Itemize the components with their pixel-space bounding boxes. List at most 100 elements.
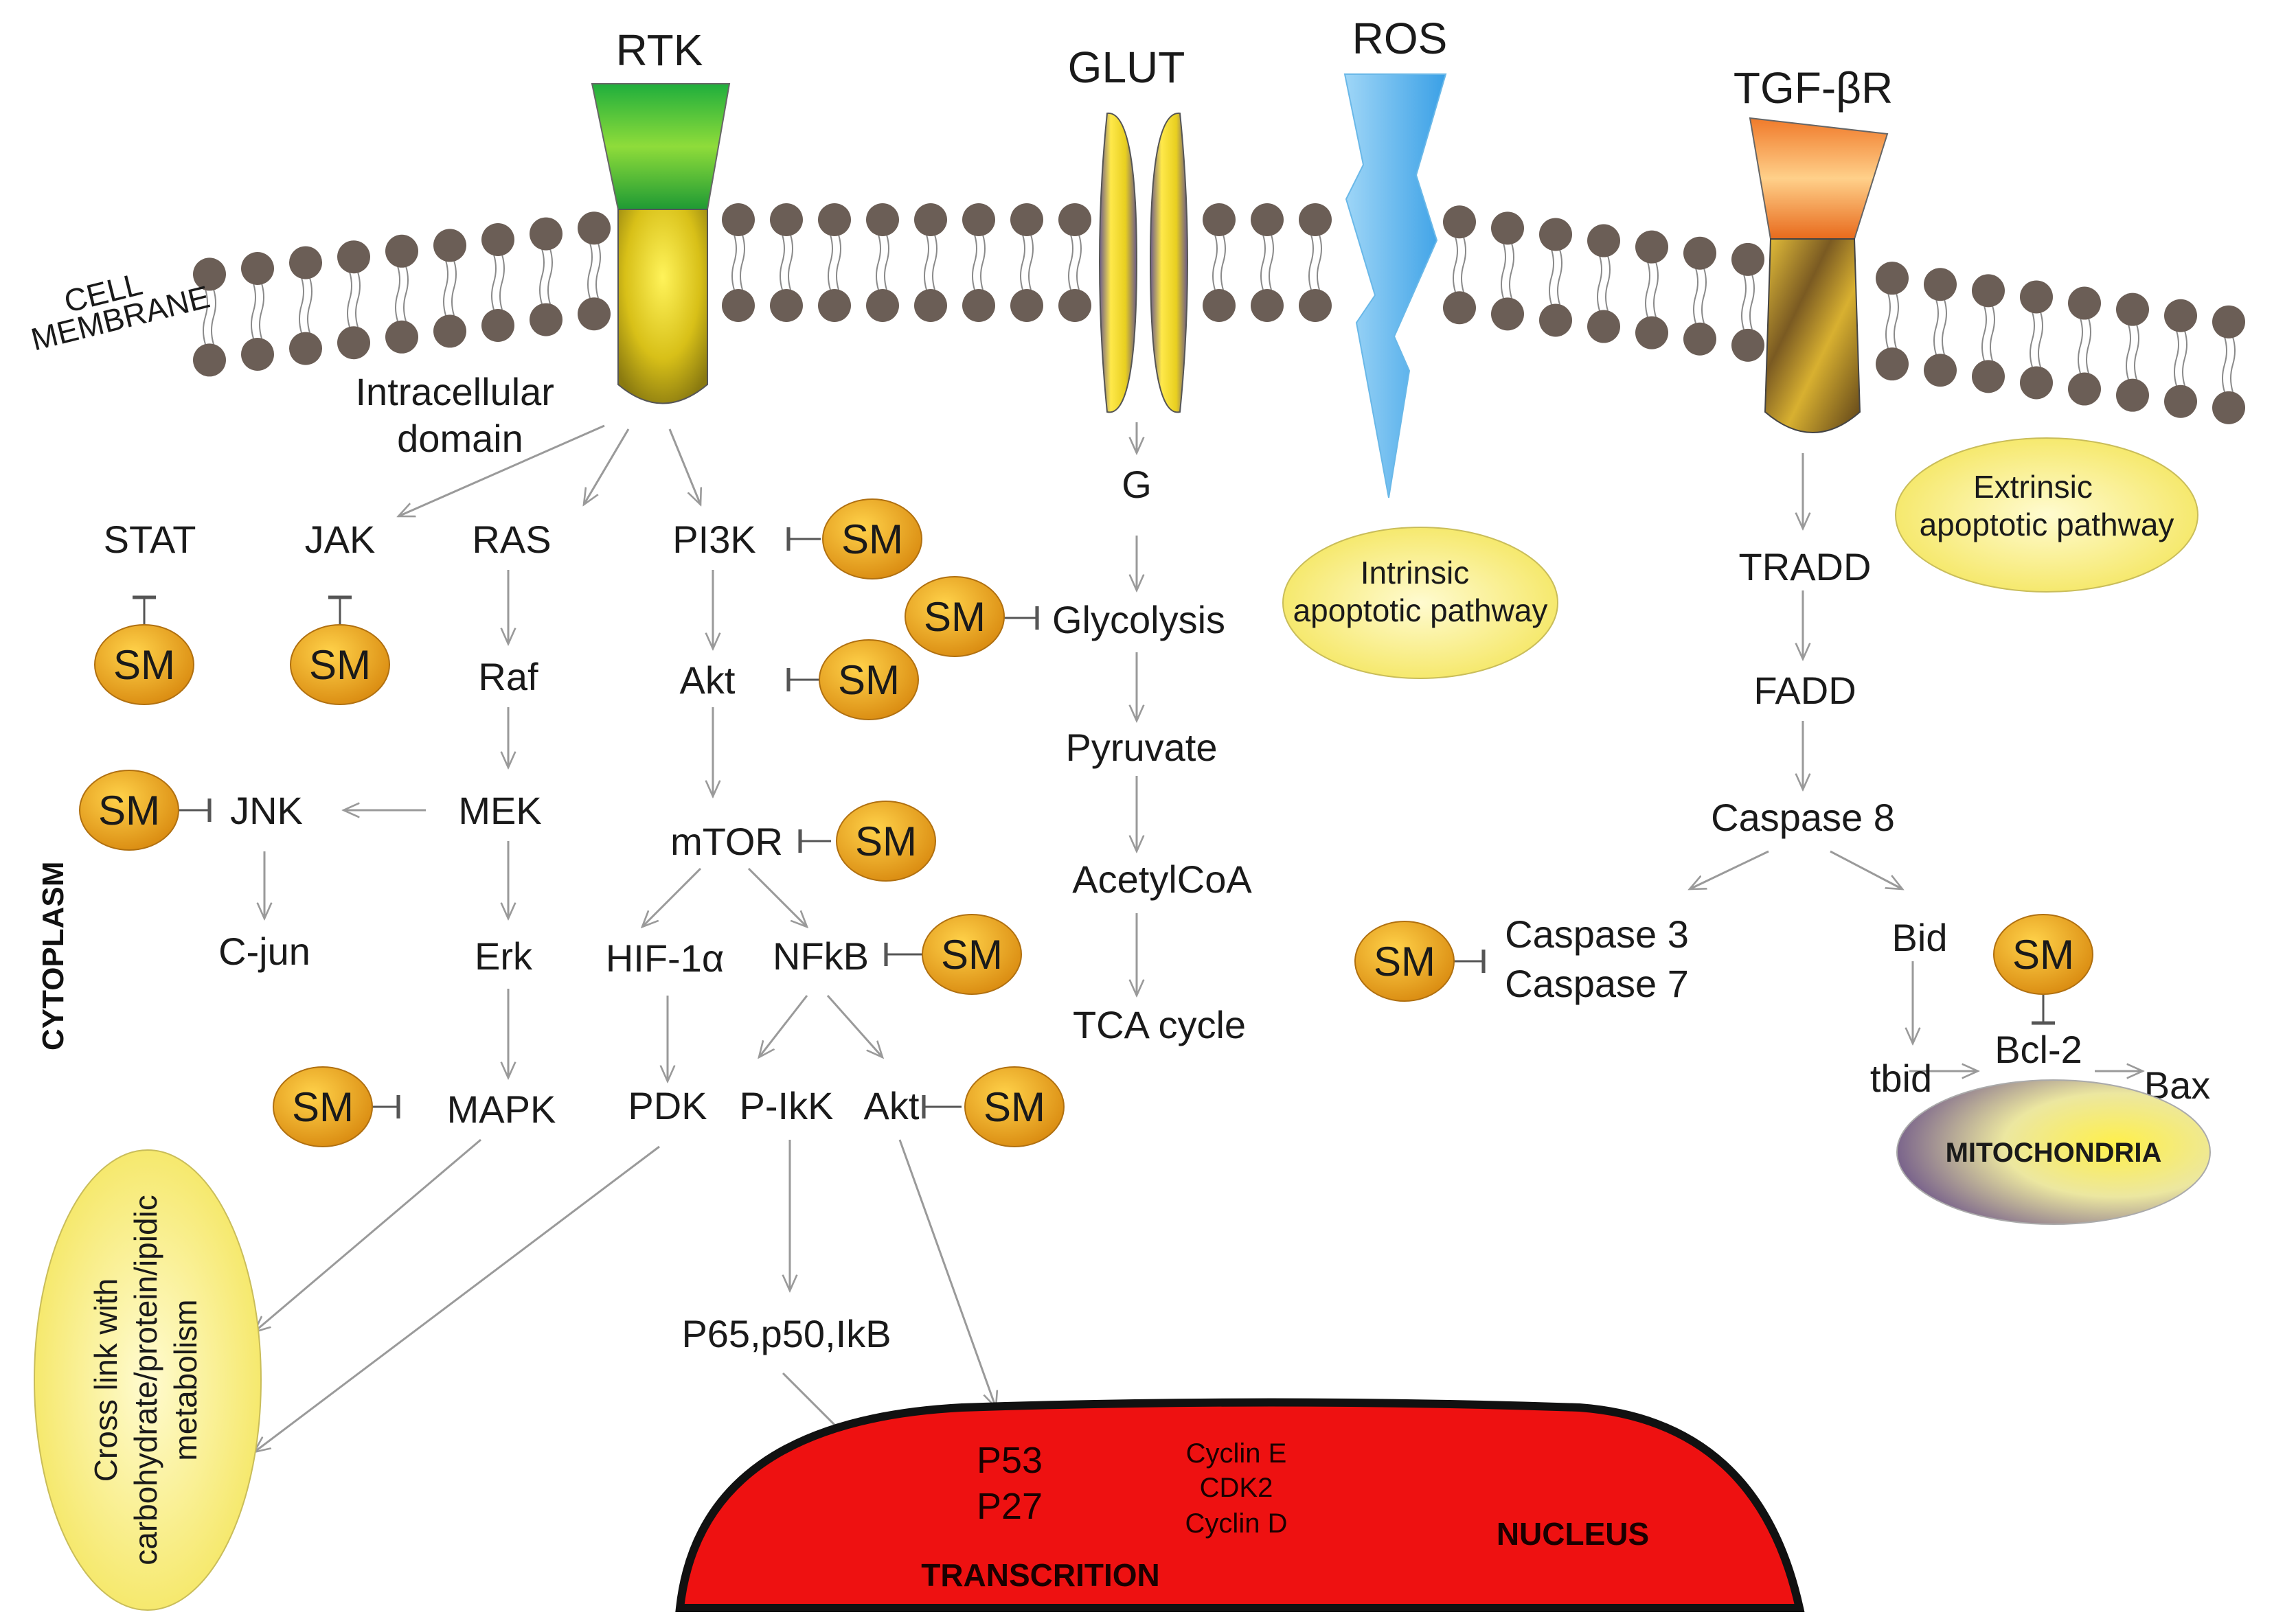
sm-label: SM [1374, 939, 1435, 985]
lipid-head [1587, 310, 1620, 343]
lipid-tail [203, 289, 216, 345]
node-pi3k: PI3K [672, 518, 755, 561]
lipid-head [1058, 289, 1091, 322]
nucleus: P53 P27 Cyclin E CDK2 Cyclin D NUCLEUS T… [675, 1398, 1805, 1612]
lipid-head [1491, 211, 1524, 245]
lipid-head [866, 203, 899, 236]
lipid-head [289, 246, 322, 279]
lipid-head [1203, 203, 1236, 236]
lipid-head [962, 203, 995, 236]
glut-transporter: GLUT [1068, 43, 1188, 413]
lipid-tail [1068, 234, 1082, 290]
nucleus-label: NUCLEUS [1497, 1516, 1649, 1552]
lipid-tail [2126, 324, 2139, 380]
svg-text:Intrinsic: Intrinsic [1361, 555, 1469, 590]
lipid-head [770, 289, 803, 322]
lipid-tail [828, 234, 841, 290]
lipid-head [1731, 242, 1764, 276]
lipid-tail [2078, 318, 2091, 374]
membrane-label: CELL MEMBRANE [21, 251, 214, 358]
lipid-tail [1981, 306, 1995, 361]
svg-text:metabolism: metabolism [168, 1299, 203, 1460]
nucleus-p27: P27 [977, 1486, 1043, 1527]
nucleus-cyclin-d: Cyclin D [1185, 1508, 1288, 1539]
node-caspase-3: Caspase 3 [1505, 912, 1689, 956]
sm-molecule: SM [79, 770, 179, 851]
svg-text:apoptotic pathway: apoptotic pathway [1920, 507, 2174, 542]
lipid-tail [491, 254, 505, 310]
lipid-tail [780, 234, 793, 290]
lipid-head [1443, 291, 1476, 325]
lipid-head [1972, 360, 2005, 393]
mitochondria: MITOCHONDRIA [1896, 1079, 2211, 1225]
svg-text:MITOCHONDRIA: MITOCHONDRIA [1946, 1138, 2162, 1168]
lipid-head [530, 217, 562, 251]
lipid-head [866, 289, 899, 322]
lipid-tail [2222, 336, 2236, 393]
sm-molecule: SM [836, 801, 936, 882]
node-bcl-2: Bcl-2 [1994, 1028, 2082, 1071]
lipid-head [722, 289, 755, 322]
node-mek: MEK [458, 789, 541, 832]
lipid-head [1203, 289, 1236, 322]
svg-text:apoptotic pathway: apoptotic pathway [1293, 593, 1548, 628]
lipid-head [1299, 289, 1332, 322]
node-erk: Erk [475, 934, 533, 978]
node-p65: P65,p50,IkB [681, 1312, 891, 1355]
sm-label: SM [838, 657, 900, 703]
lipid-head [1683, 236, 1716, 270]
sm-molecule: SM [290, 624, 390, 705]
svg-text:carbohydrate/protein/ipidic: carbohydrate/protein/ipidic [128, 1195, 163, 1565]
node-g: G [1122, 463, 1152, 506]
lipid-tail [443, 260, 457, 316]
lipid-head [1299, 203, 1332, 236]
sm-label: SM [841, 516, 903, 562]
lipid-head [193, 343, 226, 377]
node-nfkb: NFkB [773, 934, 869, 978]
lipid-head [1683, 322, 1716, 356]
intracellular-label: Intracellular domain [355, 370, 565, 460]
tgf-receptor: TGF-βR [1734, 63, 1893, 433]
ros-bolt: ROS [1343, 14, 1447, 498]
node-jnk: JNK [230, 789, 303, 832]
sm-molecule: SM [922, 914, 1022, 995]
lipid-head [1443, 205, 1476, 239]
lipid-head [1876, 347, 1909, 381]
lipid-tail [1453, 236, 1466, 292]
lipid-head [2212, 391, 2245, 424]
lipid-tail [1741, 274, 1755, 330]
lipid-tail [1885, 292, 1899, 349]
lipid-head [1010, 203, 1043, 236]
lipid-tail [1501, 243, 1514, 299]
sm-molecule: SM [1993, 914, 2093, 995]
lipid-head [433, 229, 466, 262]
lipid-tail [1933, 299, 1947, 355]
nucleus-cdk2: CDK2 [1200, 1473, 1273, 1503]
lipid-head [1539, 218, 1572, 251]
sm-molecule: SM [94, 624, 194, 705]
lipid-tail [1260, 234, 1274, 290]
sm-molecule: SM [822, 498, 922, 579]
lipid-head [530, 303, 562, 336]
node-pdk: PDK [628, 1084, 707, 1127]
sm-label: SM [924, 594, 986, 640]
lipid-head [241, 252, 274, 285]
lipid-tail [1308, 234, 1322, 290]
lipid-head [289, 332, 322, 365]
lipid-tail [395, 266, 409, 322]
node-stat: STAT [104, 518, 196, 561]
node-caspase-7: Caspase 7 [1505, 962, 1689, 1005]
node-pikk: P-IkK [740, 1084, 834, 1127]
cytoplasm-label: CYTOPLASM [36, 862, 70, 1050]
node-glycolysis: Glycolysis [1052, 598, 1225, 641]
lipid-head [1010, 289, 1043, 322]
crosslink-ellipse: Cross link with carbohydrate/protein/ipi… [34, 1149, 262, 1611]
lipid-head [385, 234, 418, 268]
lipid-head [578, 211, 611, 245]
intrinsic-pathway-ellipse: Intrinsic apoptotic pathway [1282, 527, 1558, 679]
node-pyruvate: Pyruvate [1066, 726, 1218, 769]
tgf-label: TGF-βR [1734, 63, 1893, 113]
sm-label: SM [292, 1084, 354, 1130]
transcription-label: TRANSCRITION [921, 1557, 1160, 1593]
